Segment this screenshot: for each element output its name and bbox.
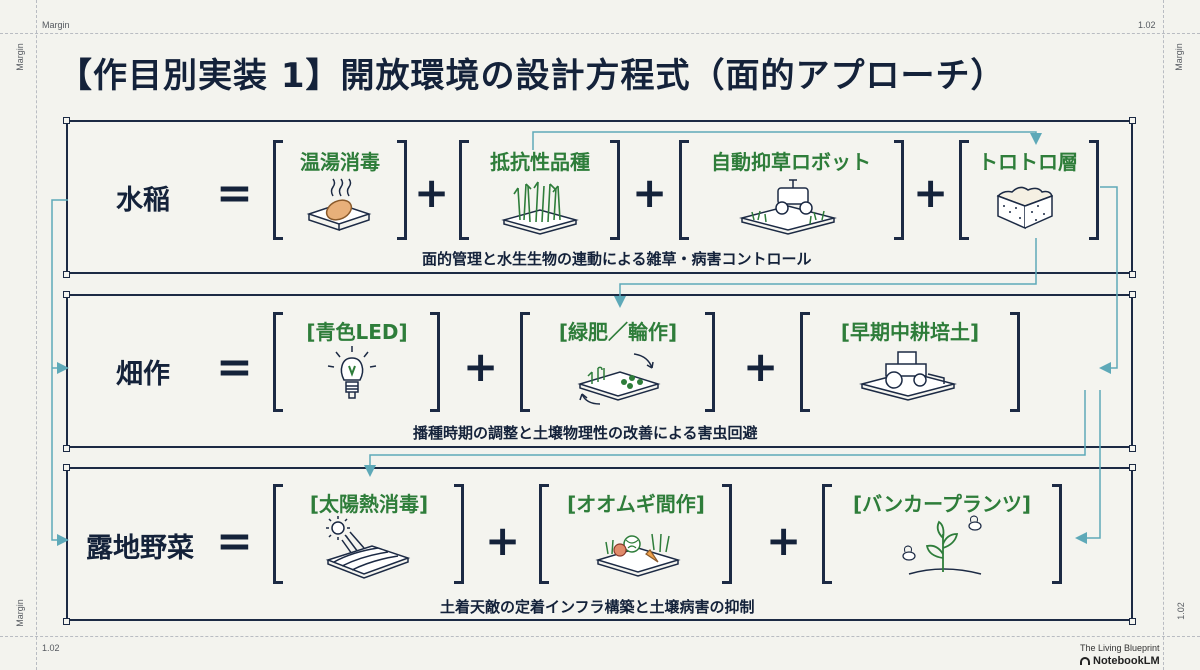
vegetables-intercrop-icon xyxy=(592,514,684,582)
scale-label-top: 1.02 xyxy=(1138,20,1156,30)
row-caption-vegetables: 土着天敵の定着インフラ構築と土壌病害の抑制 xyxy=(440,598,755,616)
bracket-left xyxy=(822,484,832,584)
corner-handle xyxy=(1129,618,1136,625)
soil-layer-icon xyxy=(992,176,1058,232)
row-band-field-crops xyxy=(66,294,1133,448)
rice-plants-icon xyxy=(500,174,580,236)
seed-hot-water-icon xyxy=(303,176,375,234)
corner-handle xyxy=(63,271,70,278)
bracket-right xyxy=(454,484,464,584)
margin-guide-top xyxy=(0,33,1200,34)
bracket-left xyxy=(679,140,689,240)
corner-handle xyxy=(1129,117,1136,124)
brand-name: NotebookLM xyxy=(1093,655,1160,667)
plus-sign: + xyxy=(414,168,450,217)
margin-guide-left xyxy=(36,0,37,670)
term-hot-water-disinfection: 温湯消毒 xyxy=(300,150,380,174)
equals-sign: = xyxy=(216,516,253,567)
plus-sign: + xyxy=(743,342,779,391)
bracket-right xyxy=(1089,140,1099,240)
plus-sign: + xyxy=(913,168,949,217)
term-early-cultivation: [早期中耕培土] xyxy=(840,320,980,344)
solar-heating-icon xyxy=(318,514,414,582)
bracket-left xyxy=(273,140,283,240)
bracket-right xyxy=(430,312,440,412)
bracket-left xyxy=(959,140,969,240)
term-green-manure-rotation: [緑肥／輪作] xyxy=(558,320,678,344)
tractor-icon xyxy=(858,344,958,406)
term-toro-toro-layer: トロトロ層 xyxy=(978,150,1078,174)
bracket-right xyxy=(705,312,715,412)
term-resistant-variety: 抵抗性品種 xyxy=(490,150,590,174)
term-banker-plants: [バンカープランツ] xyxy=(852,492,1032,516)
plus-sign: + xyxy=(766,516,802,565)
scale-label-bottom: 1.02 xyxy=(42,643,60,653)
equals-sign: = xyxy=(216,342,253,393)
term-blue-led: [青色LED] xyxy=(306,320,408,344)
page-title: 【作目別実装 1】開放環境の設計方程式（面的アプローチ） xyxy=(58,56,1006,96)
plus-sign: + xyxy=(485,516,521,565)
margin-label-top: Margin xyxy=(42,20,70,30)
bracket-right xyxy=(1052,484,1062,584)
bracket-left xyxy=(539,484,549,584)
bracket-right xyxy=(1010,312,1020,412)
corner-handle xyxy=(1129,291,1136,298)
term-solar-heating: [太陽熱消毒] xyxy=(309,492,429,516)
footer-tagline: The Living Blueprint xyxy=(1080,643,1160,653)
led-bulb-icon xyxy=(322,342,382,406)
row-label-rice: 水稲 xyxy=(116,185,170,216)
bracket-right xyxy=(894,140,904,240)
corner-handle xyxy=(63,464,70,471)
corner-handle xyxy=(63,445,70,452)
row-band-vegetables xyxy=(66,467,1133,621)
crop-rotation-icon xyxy=(570,344,666,410)
corner-handle xyxy=(1129,464,1136,471)
brand-label: NotebookLM xyxy=(1080,655,1160,667)
term-weeding-robot: 自動抑草ロボット xyxy=(711,150,871,174)
row-label-vegetables: 露地野菜 xyxy=(86,533,194,564)
margin-guide-right xyxy=(1163,0,1164,670)
plus-sign: + xyxy=(632,168,668,217)
notebooklm-logo-icon xyxy=(1080,657,1090,665)
bracket-right xyxy=(397,140,407,240)
bracket-left xyxy=(273,484,283,584)
corner-handle xyxy=(63,618,70,625)
corner-handle xyxy=(63,117,70,124)
corner-handle xyxy=(1129,445,1136,452)
bracket-left xyxy=(520,312,530,412)
weeding-robot-icon xyxy=(738,174,838,236)
bracket-right xyxy=(610,140,620,240)
bracket-left xyxy=(459,140,469,240)
term-barley-intercropping: [オオムギ間作] xyxy=(567,492,705,516)
row-caption-field-crops: 播種時期の調整と土壌物理性の改善による害虫回避 xyxy=(413,424,758,442)
bracket-left xyxy=(273,312,283,412)
equals-sign: = xyxy=(216,168,253,219)
corner-handle xyxy=(63,291,70,298)
plus-sign: + xyxy=(463,342,499,391)
corner-handle xyxy=(1129,271,1136,278)
row-label-field-crops: 畑作 xyxy=(116,359,170,390)
bracket-left xyxy=(800,312,810,412)
margin-guide-bottom xyxy=(0,636,1200,637)
bracket-right xyxy=(722,484,732,584)
row-caption-rice: 面的管理と水生生物の連動による雑草・病害コントロール xyxy=(422,250,812,268)
row-band-rice xyxy=(66,120,1133,274)
banker-plants-icon xyxy=(895,512,991,582)
